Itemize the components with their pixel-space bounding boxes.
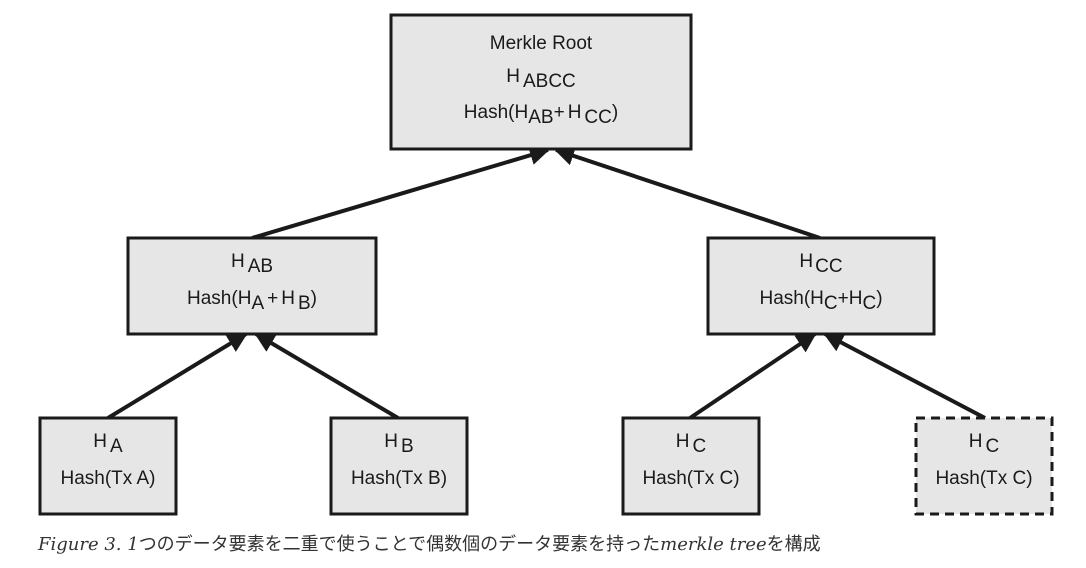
leaf-hash-b-text: Hash(Tx B) — [351, 468, 447, 489]
edge-hc-dup-to-hcc — [823, 332, 986, 420]
root-title: Merkle Root — [490, 33, 593, 54]
leaf-hash-a-text: Hash(Tx A) — [60, 468, 155, 489]
leaf-hash-c-text: Hash(Tx C) — [642, 468, 739, 489]
edge-ha-to-hab — [106, 332, 248, 420]
edge-hab-to-root — [251, 145, 550, 240]
figure-label: Figure 3. 1 — [38, 534, 139, 555]
caption-text-1: つのデータ要素を二重で使うことで偶数個のデータ要素を持った — [138, 534, 661, 555]
edge-hcc-to-root — [554, 146, 821, 240]
caption-text-2: を構成 — [766, 534, 821, 555]
caption-term: merkle tree — [660, 534, 767, 555]
hash-cc-formula: Hash(HC+HC) — [759, 288, 882, 314]
figure-caption: Figure 3. 1つのデータ要素を二重で使うことで偶数個のデータ要素を持った… — [38, 530, 1078, 556]
edge-hc-to-hcc — [688, 332, 817, 420]
edge-hb-to-hab — [254, 332, 400, 420]
leaf-hash-c-duplicate-text: Hash(Tx C) — [935, 468, 1032, 489]
